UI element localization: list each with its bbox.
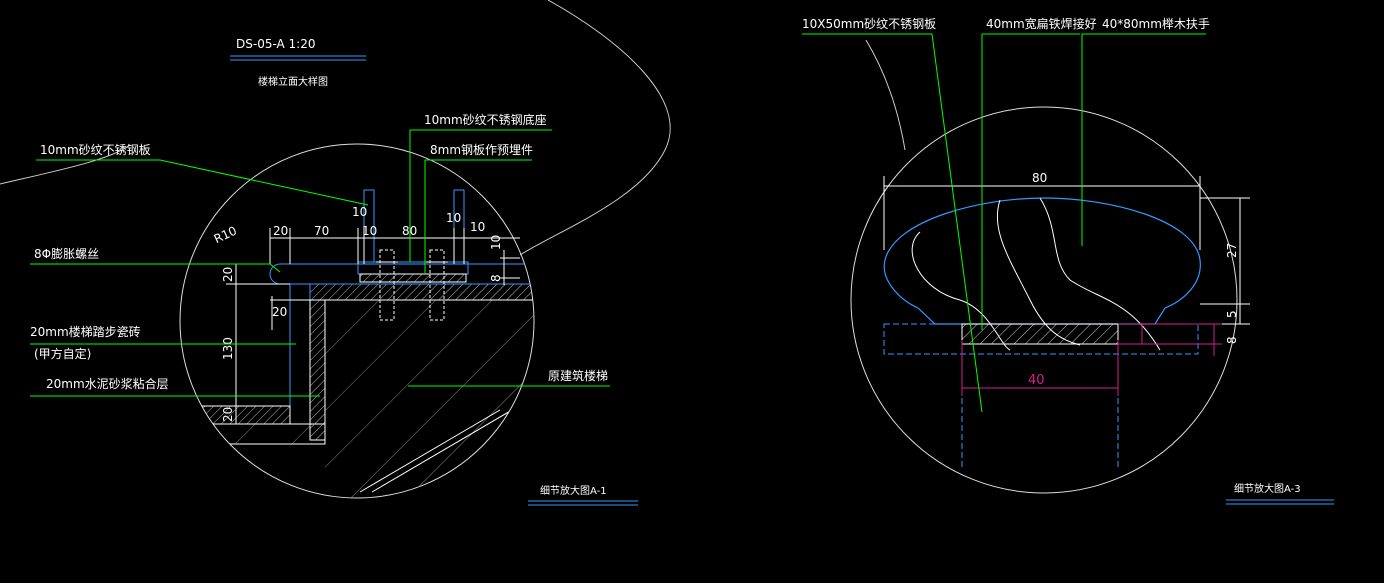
dim-10c: 10 — [470, 220, 485, 234]
dim-v20a: 20 — [221, 267, 235, 282]
callout-bolt: 8Φ膨胀螺丝 — [34, 247, 99, 261]
tile-riser-inner — [309, 299, 326, 441]
dim-r10: R10 — [212, 224, 239, 247]
detail-a3: 80 27 5 8 40 10X50mm砂纹不锈钢板 40mm宽扁铁焊接好 40… — [802, 16, 1334, 505]
callout-base-plate: 10mm砂纹不锈钢底座 — [424, 112, 547, 127]
dim-v20b: 20 — [221, 407, 235, 422]
top-dimensions — [269, 228, 520, 285]
dim-w80: 80 — [1032, 171, 1047, 185]
callout-steel-plate: 10mm砂纹不锈钢板 — [40, 143, 151, 157]
dim-8-right: 8 — [489, 274, 503, 282]
dim-70: 70 — [314, 224, 329, 238]
post-left — [363, 189, 375, 263]
dim-h20: 20 — [272, 305, 287, 319]
outline-arc — [519, 0, 671, 256]
callout-mortar: 20mm水泥砂浆粘合层 — [46, 376, 169, 391]
post-right — [453, 189, 465, 263]
stair-concrete — [325, 300, 534, 498]
bolt-right — [426, 249, 448, 321]
callout-embedded-plate: 8mm钢板作预埋件 — [430, 143, 533, 157]
callout-handrail: 40*80mm榉木扶手 — [1102, 16, 1210, 31]
dim-w40: 40 — [1028, 373, 1045, 388]
drawing-code: DS-05-A 1:20 — [236, 37, 316, 51]
callout-tile-2: (甲方自定) — [34, 346, 91, 361]
dim-10b: 10 — [446, 211, 461, 225]
handrail-profile[interactable] — [883, 197, 1201, 325]
dim-10a: 10 — [362, 224, 377, 238]
leaders-a1 — [30, 129, 610, 397]
mortar-layer — [309, 283, 534, 301]
dims-a3 — [883, 176, 1250, 325]
embedded-plate — [359, 273, 467, 283]
dim-h8: 8 — [1225, 336, 1239, 344]
drawing-title: 楼梯立面大样图 — [258, 75, 328, 88]
callout-stainless-plate: 10X50mm砂纹不锈钢板 — [802, 17, 936, 31]
dim-h27: 27 — [1225, 243, 1239, 258]
tile-riser — [289, 283, 311, 425]
dim-10-right: 10 — [489, 235, 503, 250]
caption-a3: 细节放大图A-3 — [1234, 482, 1301, 495]
outline-arc-right — [865, 39, 906, 151]
tread-tile — [269, 263, 534, 285]
detail-circle-a3 — [850, 106, 1238, 494]
bolt-left — [376, 249, 398, 321]
outline-arc-left — [0, 144, 131, 185]
dim-v130: 130 — [221, 337, 235, 360]
lower-tile — [180, 405, 291, 425]
dim-10-top: 10 — [352, 205, 367, 219]
flat-steel — [961, 323, 1119, 345]
detail-a1: DS-05-A 1:20 楼梯立面大样图 R10 20 70 10 80 10 … — [0, 0, 671, 506]
callout-tile-1: 20mm楼梯踏步瓷砖 — [30, 324, 141, 339]
caption-a1: 细节放大图A-1 — [540, 484, 607, 497]
dim-h5: 5 — [1225, 310, 1239, 318]
leaders-a3 — [802, 33, 1206, 413]
callout-original-stair: 原建筑楼梯 — [548, 368, 608, 383]
callout-flat-steel: 40mm宽扁铁焊接好 — [986, 16, 1097, 31]
dim-20a: 20 — [273, 224, 288, 238]
